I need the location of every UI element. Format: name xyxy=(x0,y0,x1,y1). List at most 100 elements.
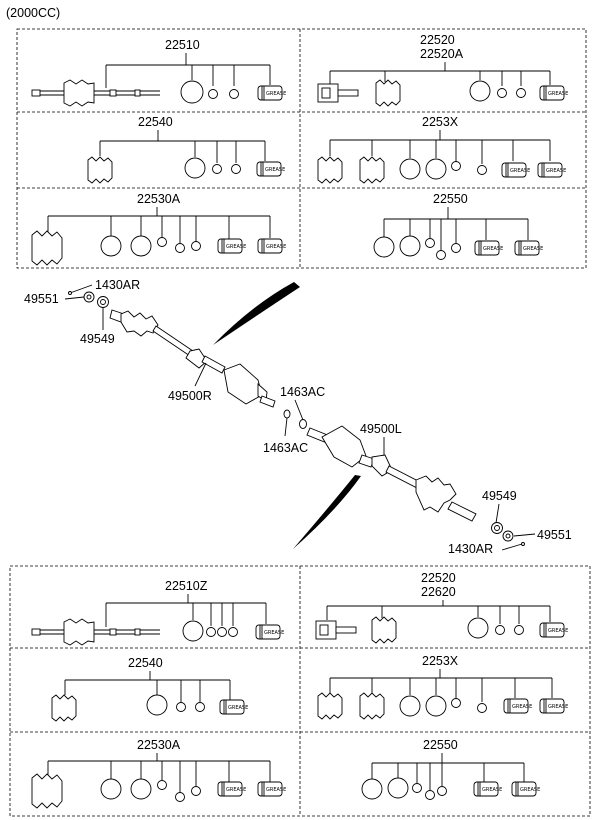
part-1463ac-top-label: 1463AC xyxy=(280,385,325,399)
kit-2253x-bottom-label: 2253X xyxy=(422,654,459,668)
seal-ring-icon xyxy=(361,778,383,800)
grease-pack-icon xyxy=(255,624,285,640)
engine-spec-label: (2000CC) xyxy=(6,6,60,20)
kit-22540-bottom: 22540 xyxy=(51,656,249,722)
clip-icon xyxy=(157,780,167,790)
clip-icon xyxy=(477,165,487,175)
seal-ring-icon xyxy=(100,235,122,257)
grease-pack-icon xyxy=(501,162,531,178)
part-1430ar-top-label: 1430AR xyxy=(95,278,140,292)
kit-22550-top: 22550 xyxy=(373,192,544,260)
grease-pack-icon xyxy=(257,238,287,254)
clip-icon xyxy=(191,241,201,251)
part-49551-top-label: 49551 xyxy=(24,292,59,306)
part-49551-bot-label: 49551 xyxy=(537,528,572,542)
top-kits-panel: 22510 22520 22520A xyxy=(16,28,587,269)
grease-pack-icon xyxy=(539,698,569,714)
seal-ring-icon xyxy=(399,158,421,180)
clip-icon xyxy=(175,243,185,253)
grease-pack-icon xyxy=(503,698,533,714)
kit-22540-top: 22540 xyxy=(87,115,286,184)
right-driveshaft-icon xyxy=(109,309,276,408)
cotter-pin-icon xyxy=(521,542,525,546)
kit-22530a-top: 22530A xyxy=(31,192,287,266)
boot-icon xyxy=(317,156,343,184)
grease-pack-icon xyxy=(537,162,567,178)
kit-22520-bottom-label: 22520 xyxy=(421,571,456,585)
clip-icon xyxy=(208,89,218,99)
leader-wedge-top xyxy=(213,282,300,345)
grease-pack-icon xyxy=(257,781,287,797)
kit-22550-bottom-label: 22550 xyxy=(423,738,458,752)
part-49500r-label: 49500R xyxy=(168,389,212,403)
clip-icon xyxy=(217,627,227,637)
clip-icon xyxy=(497,88,507,98)
clip-icon xyxy=(228,627,238,637)
seal-ring-icon xyxy=(387,777,409,799)
driveshaft-icon xyxy=(31,618,161,646)
seal-ring-icon xyxy=(184,157,206,179)
seal-ring-icon xyxy=(130,778,152,800)
snap-ring-icon xyxy=(299,419,307,429)
grease-pack-icon xyxy=(539,85,569,101)
driveshaft-icon xyxy=(31,79,161,107)
part-49549-top-label: 49549 xyxy=(80,332,115,346)
seal-ring-icon xyxy=(425,695,447,717)
part-49500l-label: 49500L xyxy=(360,422,402,436)
clip-icon xyxy=(231,164,241,174)
clip-icon xyxy=(437,786,447,796)
snap-ring-icon xyxy=(283,409,291,419)
bottom-kits-panel: 22510Z 22520 22620 xyxy=(9,565,591,817)
boot-icon xyxy=(359,692,385,720)
seal-ring-icon xyxy=(399,695,421,717)
kit-22520-top: 22520 22520A xyxy=(317,33,569,107)
clip-icon xyxy=(451,698,461,708)
leader-wedge-bottom xyxy=(293,475,361,549)
seal-ring-icon xyxy=(180,80,204,104)
grease-pack-icon xyxy=(217,238,247,254)
kit-22550-label: 22550 xyxy=(433,192,468,206)
clip-icon xyxy=(212,164,222,174)
clip-icon xyxy=(175,792,185,802)
clip-icon xyxy=(229,89,239,99)
boot-icon xyxy=(359,156,385,184)
clip-icon xyxy=(176,702,186,712)
clip-icon xyxy=(451,243,461,253)
clip-icon xyxy=(451,161,461,171)
kit-2253x-label: 2253X xyxy=(422,115,459,129)
grease-pack-icon xyxy=(473,781,503,797)
kit-2253x-top: 2253X xyxy=(317,115,567,184)
seal-ring-icon xyxy=(130,235,152,257)
seal-ring-icon xyxy=(373,236,395,258)
kit-22530a-bottom-label: 22530A xyxy=(137,738,181,752)
clip-icon xyxy=(425,238,435,248)
kit-22510z-bottom: 22510Z xyxy=(31,579,285,646)
seal-ring-icon xyxy=(469,80,491,102)
kit-22550-bottom: 22550 xyxy=(361,738,541,800)
clip-icon xyxy=(516,88,526,98)
clip-icon xyxy=(157,237,167,247)
seal-ring-icon xyxy=(182,620,204,642)
clip-icon xyxy=(425,790,435,800)
clip-icon xyxy=(195,702,205,712)
boot-icon xyxy=(51,694,77,722)
seal-ring-icon xyxy=(399,235,421,257)
kit-22540-bottom-label: 22540 xyxy=(128,656,163,670)
kit-22520-label: 22520 xyxy=(420,33,455,47)
boot-icon xyxy=(371,616,397,644)
kit-22530a-label: 22530A xyxy=(137,192,181,206)
part-49549-bot-label: 49549 xyxy=(482,489,517,503)
cv-joint-housing-icon xyxy=(317,83,359,103)
grease-pack-icon xyxy=(511,781,541,797)
grease-pack-icon xyxy=(217,781,247,797)
grease-pack-icon xyxy=(257,85,287,101)
clip-icon xyxy=(206,627,216,637)
grease-pack-icon xyxy=(474,240,504,256)
boot-icon xyxy=(375,79,401,107)
kit-22510-label: 22510 xyxy=(165,38,200,52)
grease-pack-icon xyxy=(256,161,286,177)
kit-22510z-label: 22510Z xyxy=(165,579,208,593)
cotter-pin-icon xyxy=(68,291,72,295)
seal-ring-icon xyxy=(146,694,168,716)
